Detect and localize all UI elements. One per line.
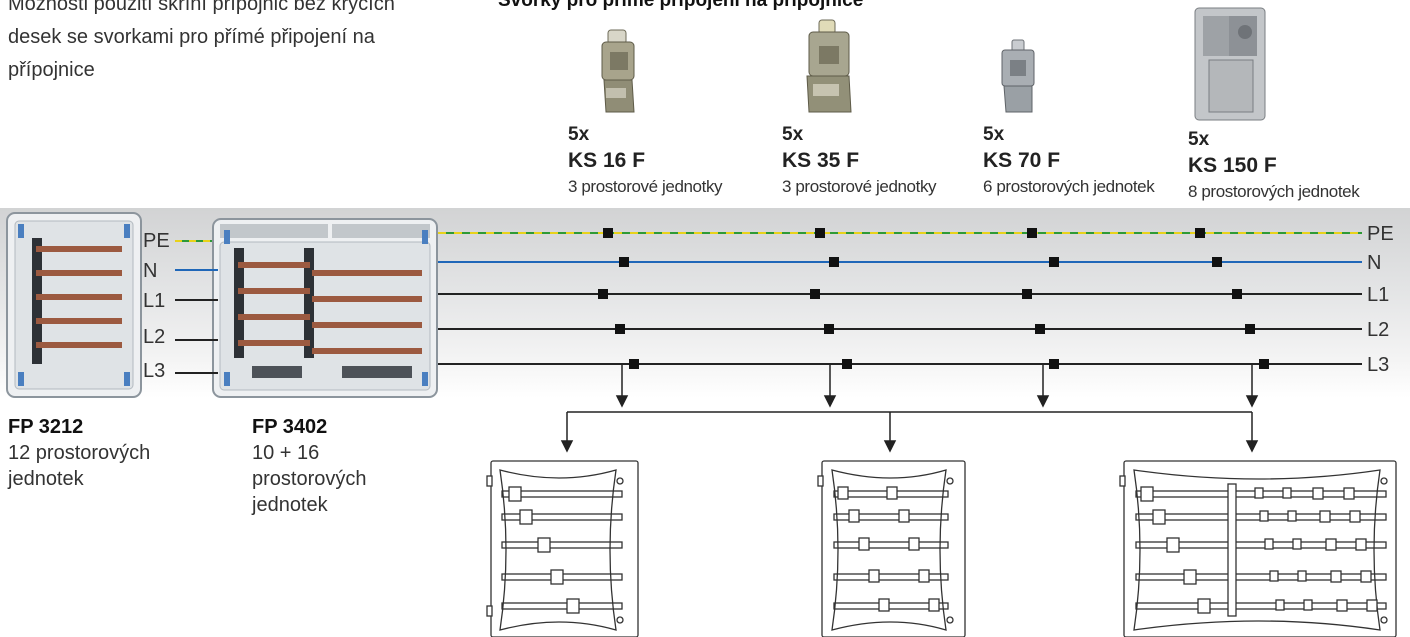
busbar-label-left-l1: L1 — [143, 290, 165, 312]
enclosure-description: 12 prostorových jednotek — [8, 440, 198, 492]
layout-panel-2 — [818, 461, 965, 637]
busbar-pe — [175, 233, 1362, 241]
busbar-label-left-l3: L3 — [143, 360, 165, 382]
busbar-label-left-n: N — [143, 260, 157, 282]
busbar-label-right-l2: L2 — [1367, 319, 1389, 341]
arrows-from-busbar — [617, 365, 1257, 406]
busbar-label-right-l3: L3 — [1367, 354, 1389, 376]
layout-panel-3 — [1120, 461, 1396, 637]
busbar-connection-points — [598, 228, 1269, 369]
busbar-label-left-l2: L2 — [143, 326, 165, 348]
busbar-l3 — [175, 364, 1362, 373]
enclosure-code: FP 3402 — [252, 414, 402, 440]
enclosure-fp3212-label: FP 3212 12 prostorových jednotek — [8, 414, 198, 492]
busbar-label-right-pe: PE — [1367, 223, 1394, 245]
busbar-l1 — [175, 294, 1362, 300]
layout-panel-1 — [487, 461, 638, 637]
busbar-l2 — [175, 329, 1362, 340]
busbar-n — [175, 262, 1362, 270]
distribution-line — [562, 412, 1257, 451]
enclosure-code: FP 3212 — [8, 414, 198, 440]
busbar-label-right-l1: L1 — [1367, 284, 1389, 306]
enclosure-fp3402-label: FP 3402 10 + 16 prostorových jednotek — [252, 414, 402, 518]
busbar-label-left-pe: PE — [143, 230, 170, 252]
busbar-label-right-n: N — [1367, 252, 1381, 274]
enclosure-description: 10 + 16 prostorových jednotek — [252, 440, 402, 518]
